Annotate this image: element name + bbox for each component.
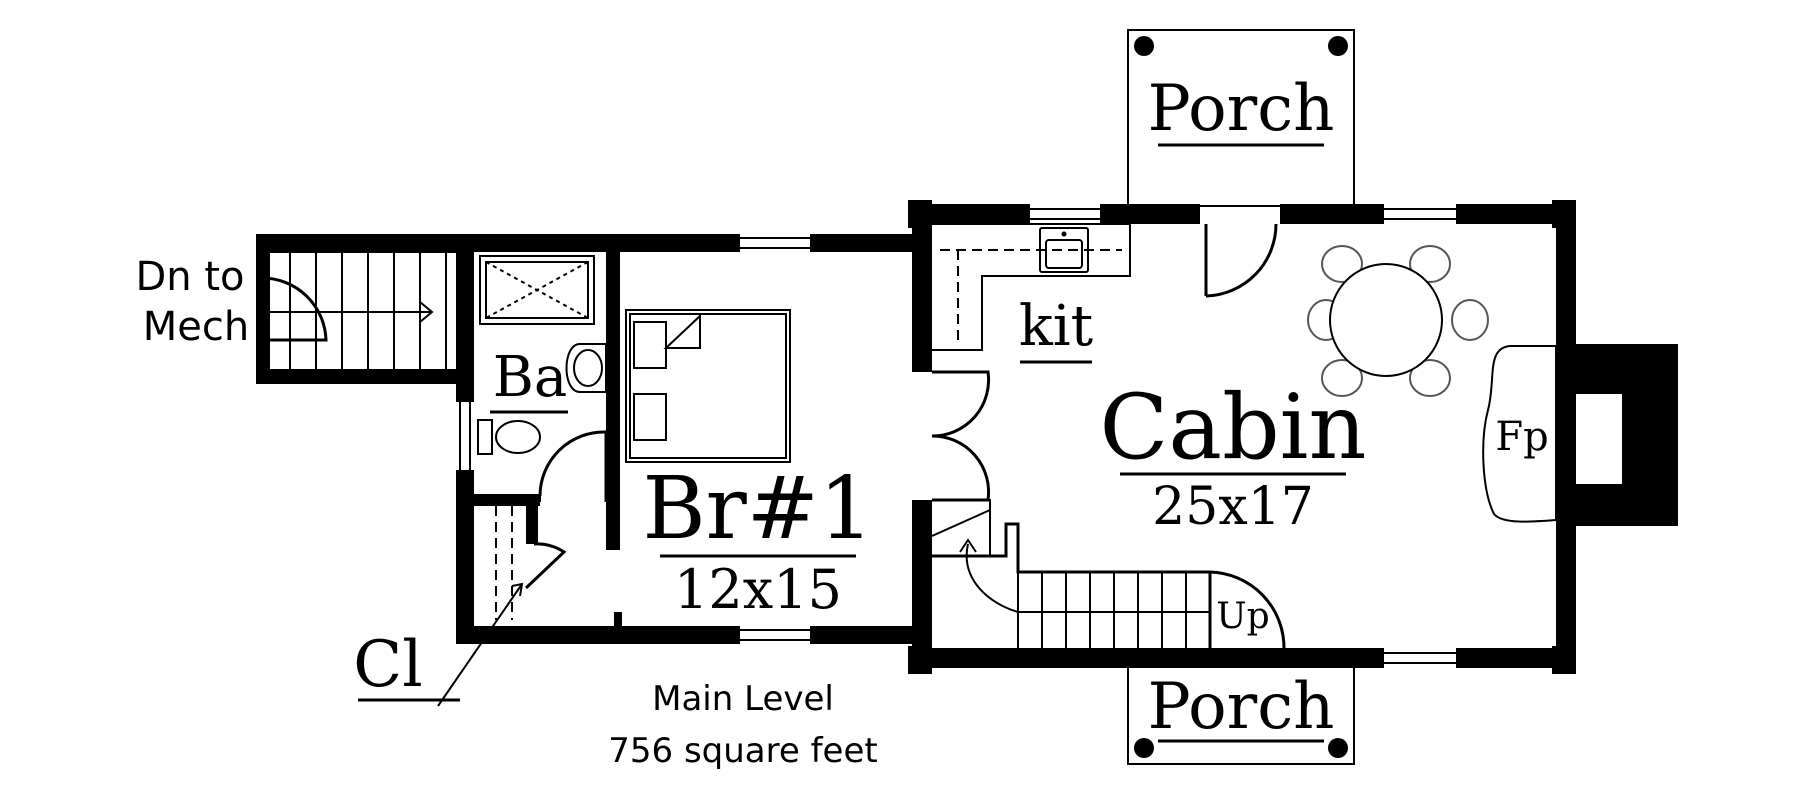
bedroom-size: 12x15	[674, 558, 842, 621]
bedroom-walls	[256, 234, 912, 644]
caption-area: 756 square feet	[608, 731, 877, 771]
window	[1030, 208, 1100, 220]
stairs-down-label-1: Dn to	[135, 254, 244, 300]
chair	[1451, 299, 1489, 341]
porch-top: Porch	[1127, 29, 1355, 207]
chair	[1321, 359, 1363, 397]
sink-icon	[1039, 227, 1089, 273]
porch-post	[1328, 738, 1348, 758]
chair	[1409, 245, 1451, 283]
porch-top-label: Porch	[1148, 72, 1335, 146]
dining-table	[1307, 245, 1489, 397]
bed	[625, 309, 791, 463]
porch-post	[1134, 36, 1154, 56]
cabin-walls	[908, 200, 1576, 674]
double-door	[931, 370, 991, 502]
entry-door-top	[1204, 223, 1278, 298]
fireplace: Fp	[1482, 344, 1678, 526]
stairs-up	[931, 499, 1286, 649]
porch-post	[1134, 738, 1154, 758]
window	[459, 402, 471, 470]
porch-post	[1328, 36, 1348, 56]
chimney	[1576, 344, 1678, 526]
round-table	[1329, 263, 1443, 377]
bedroom-label: Br#1	[642, 459, 873, 559]
stairs-down	[256, 234, 474, 384]
window	[740, 629, 810, 641]
shower-icon	[479, 255, 595, 325]
cabin-label: Cabin	[1100, 375, 1367, 480]
closet-label: Cl	[353, 628, 422, 702]
kitchen-label: kit	[1019, 294, 1094, 359]
window	[1384, 208, 1456, 220]
chair	[1321, 245, 1363, 283]
toilet-icon	[477, 419, 541, 455]
porch-bottom-label: Porch	[1148, 670, 1335, 744]
bath-sink-icon	[565, 343, 607, 393]
stairs-up-label: Up	[1216, 596, 1269, 637]
window	[1384, 652, 1456, 664]
window	[740, 237, 810, 249]
cabin-size: 25x17	[1152, 477, 1314, 537]
kitchen-counter	[932, 223, 1131, 351]
fireplace-label: Fp	[1495, 414, 1548, 460]
porch-bottom: Porch	[1127, 661, 1355, 765]
chair	[1409, 359, 1451, 397]
stairs-down-label-2: Mech	[143, 304, 249, 350]
bath-label: Ba	[493, 345, 568, 410]
caption-level: Main Level	[652, 679, 834, 719]
